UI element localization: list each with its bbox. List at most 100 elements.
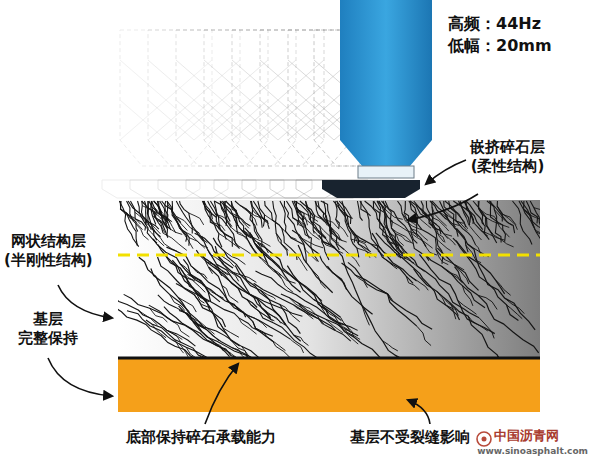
crack-line bbox=[208, 215, 225, 230]
crack-line bbox=[158, 295, 251, 357]
crack-line bbox=[327, 266, 405, 357]
crack-line bbox=[433, 227, 445, 242]
crack-line bbox=[296, 201, 298, 225]
crack-line bbox=[249, 316, 267, 328]
layer-callout: 嵌挤碎石层 (柔性结构) bbox=[470, 138, 545, 176]
crack-line bbox=[310, 213, 327, 226]
crack-line bbox=[443, 297, 459, 316]
layer-boundary-dashed bbox=[118, 254, 540, 257]
crack-line bbox=[135, 212, 151, 230]
crack-line bbox=[172, 201, 187, 242]
crack-line bbox=[414, 269, 511, 357]
ghost-frame bbox=[102, 30, 212, 198]
crack-line bbox=[258, 201, 265, 226]
crack-line bbox=[203, 201, 226, 240]
crack-line bbox=[150, 308, 168, 322]
crack-line bbox=[425, 254, 485, 307]
crack-line bbox=[395, 233, 413, 243]
crack-line bbox=[253, 210, 269, 224]
crack-line bbox=[152, 324, 166, 338]
crack-line bbox=[118, 297, 195, 346]
crack-line bbox=[167, 201, 189, 246]
crack-line bbox=[294, 201, 326, 239]
crack-line bbox=[502, 214, 517, 230]
crack-line bbox=[497, 201, 502, 222]
crack-line bbox=[164, 307, 242, 357]
crack-line bbox=[390, 238, 479, 318]
crack-line bbox=[232, 272, 257, 283]
crack-line bbox=[145, 227, 164, 246]
crack-line bbox=[512, 201, 531, 244]
ghost-frame bbox=[214, 30, 324, 198]
layer-callout: 基层 完整保持 bbox=[18, 310, 78, 348]
bottom-callout: 基层不受裂缝影响 bbox=[350, 428, 470, 447]
crack-line bbox=[290, 339, 303, 353]
crack-line bbox=[286, 201, 318, 262]
crack-line bbox=[220, 201, 231, 228]
crack-line bbox=[179, 306, 269, 357]
crack-line bbox=[365, 201, 401, 258]
crack-line bbox=[316, 201, 334, 248]
crack-line bbox=[254, 283, 351, 341]
crack-line bbox=[219, 234, 238, 248]
crack-line bbox=[402, 214, 421, 230]
crack-line bbox=[466, 218, 481, 240]
crack-line bbox=[299, 303, 358, 335]
crack-line bbox=[479, 208, 498, 222]
crack-line bbox=[235, 201, 262, 247]
crack-line bbox=[127, 311, 212, 357]
crack-line bbox=[398, 201, 418, 243]
crack-line bbox=[154, 201, 169, 223]
crack-line bbox=[273, 341, 291, 357]
crack-line bbox=[176, 219, 188, 237]
vibratory-roller bbox=[322, 0, 432, 198]
crack-line bbox=[167, 330, 181, 342]
crack-line bbox=[478, 201, 496, 243]
crack-line bbox=[237, 233, 252, 248]
crack-line bbox=[383, 341, 398, 351]
crack-line bbox=[489, 201, 514, 233]
crack-line bbox=[155, 218, 165, 233]
crack-line bbox=[153, 239, 211, 302]
crack-line bbox=[319, 235, 373, 314]
crack-line bbox=[357, 201, 362, 221]
crack-line bbox=[247, 299, 338, 357]
crack-line bbox=[479, 201, 490, 240]
crack-line bbox=[339, 201, 351, 224]
crack-line bbox=[497, 206, 516, 224]
crack-line bbox=[124, 294, 175, 322]
crack-line bbox=[519, 201, 534, 227]
crack-line bbox=[166, 201, 167, 220]
crack-line bbox=[147, 201, 156, 240]
watermark-url: www.sinoasphalt.com bbox=[477, 446, 588, 457]
crack-line bbox=[419, 254, 494, 333]
crack-line bbox=[376, 233, 460, 320]
crack-line bbox=[245, 228, 301, 292]
watermark-text: 中国沥青网 bbox=[494, 428, 559, 444]
ghost-frame bbox=[130, 30, 240, 198]
crack-line bbox=[455, 267, 539, 353]
crack-line bbox=[294, 201, 304, 220]
base-top-line bbox=[118, 357, 540, 360]
crack-line bbox=[487, 218, 510, 228]
ghost-frame bbox=[242, 30, 352, 198]
crack-line bbox=[299, 220, 320, 240]
watermark-logo bbox=[477, 432, 491, 446]
crack-line bbox=[344, 250, 359, 267]
crack-line bbox=[187, 274, 290, 339]
ghost-frame bbox=[158, 30, 268, 198]
crack-line bbox=[130, 201, 145, 230]
crack-line bbox=[318, 215, 338, 228]
base-layer bbox=[118, 359, 540, 412]
bottom-callout: 底部保持碎石承载能力 bbox=[126, 428, 276, 447]
ghost-frame bbox=[186, 30, 296, 198]
crack-line bbox=[213, 238, 300, 341]
crack-line bbox=[464, 201, 471, 223]
crack-line bbox=[247, 293, 303, 317]
crack-line bbox=[348, 262, 432, 329]
crack-line bbox=[231, 201, 238, 216]
crack-line bbox=[239, 318, 257, 334]
crack-line bbox=[292, 230, 347, 290]
